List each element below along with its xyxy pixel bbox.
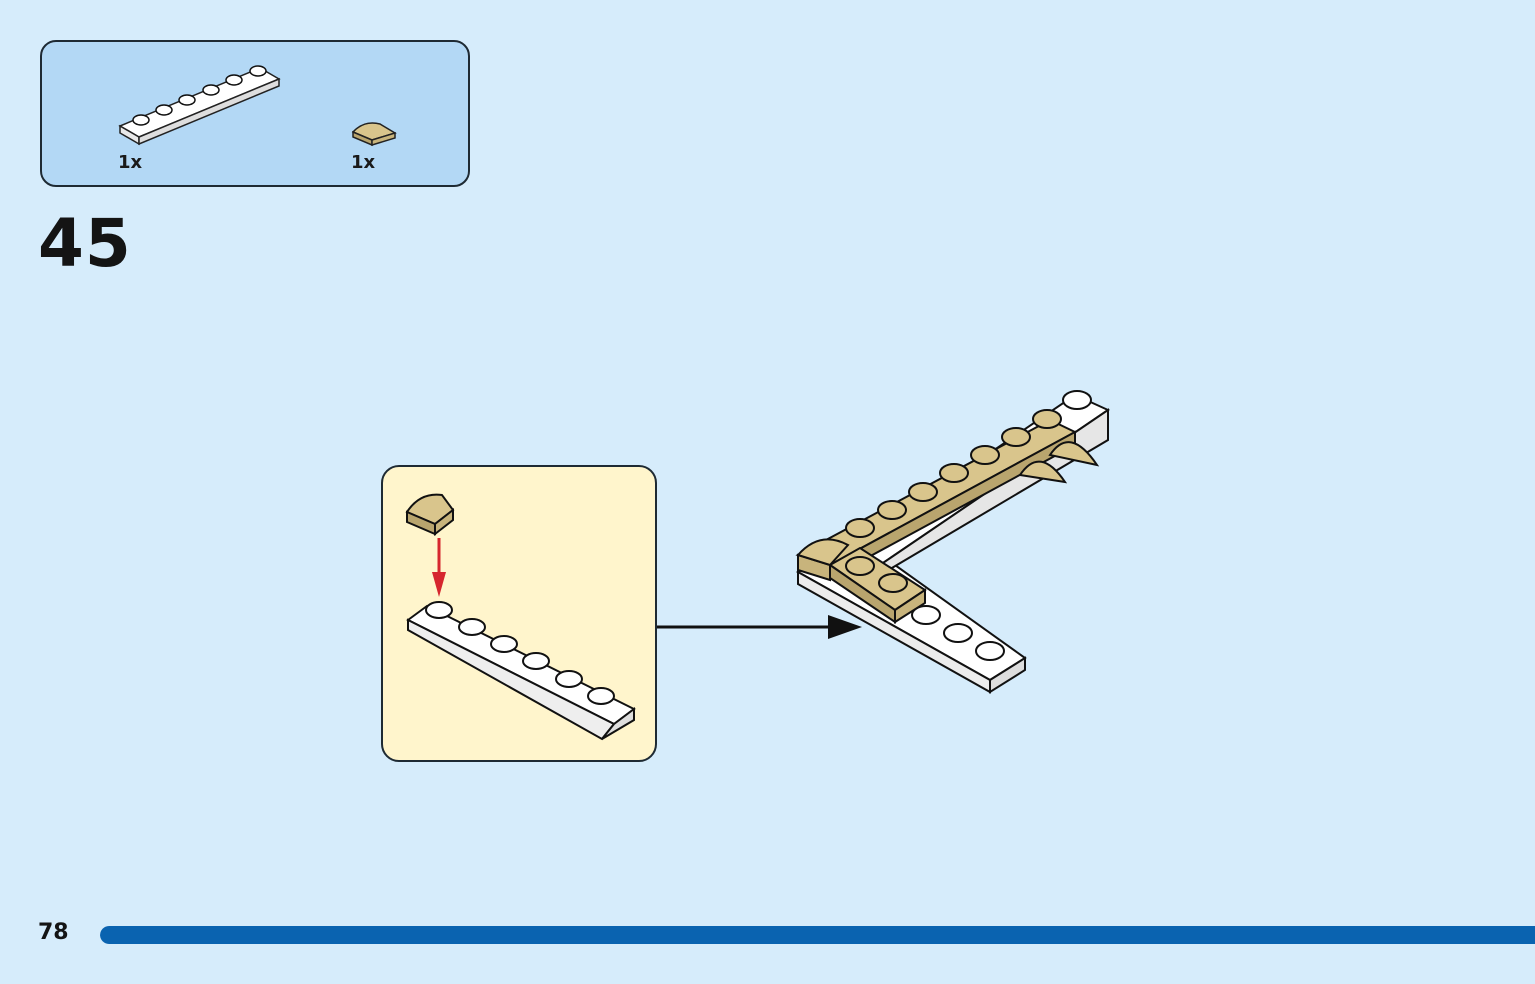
parts-list-art (118, 65, 397, 147)
tan-quarter-tiles (796, 441, 1100, 567)
part-quantity-plate: 1x (118, 152, 143, 173)
tan-plate-assembly (795, 409, 1078, 624)
white-lower-plate (795, 538, 1027, 694)
page-number: 78 (38, 920, 69, 945)
part-quantity-tile: 1x (351, 152, 376, 173)
page-progress-fill (100, 926, 1535, 944)
tan-tile-piece (405, 493, 455, 537)
parts-list-box: 1x 1x (40, 40, 470, 187)
white-plate-piece (406, 601, 636, 741)
page-progress-bar (100, 926, 1535, 944)
callout-connector-arrow (657, 615, 862, 639)
step-number: 45 (38, 205, 132, 282)
white-plate-part-icon (118, 65, 281, 146)
tan-tile-part-icon (351, 122, 397, 147)
white-upper-plate (837, 390, 1111, 577)
placement-arrow (432, 538, 446, 597)
subassembly-callout (381, 465, 657, 762)
callout-illustration (405, 493, 636, 741)
